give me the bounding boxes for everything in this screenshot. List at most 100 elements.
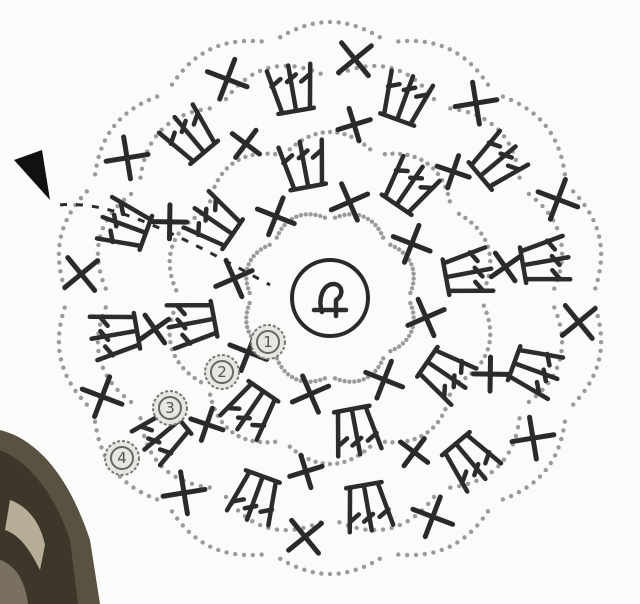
- single-crochet-x: [562, 306, 595, 339]
- chain-dot: [57, 260, 61, 264]
- chain-dot: [553, 453, 557, 457]
- chain-dot: [273, 440, 277, 444]
- chain-dot: [544, 124, 548, 128]
- chain-dot: [282, 223, 286, 227]
- photo-corner: [0, 430, 100, 604]
- chain-dot: [353, 24, 357, 28]
- chain-dot: [193, 535, 197, 539]
- chain-dot: [85, 189, 89, 193]
- chain-dot: [597, 234, 601, 238]
- chain-dot: [313, 379, 317, 383]
- chain-dot: [555, 366, 559, 370]
- chain-dot: [199, 380, 203, 384]
- chain-dot: [432, 495, 436, 499]
- chain-dot: [368, 444, 372, 448]
- chain-dot: [462, 535, 466, 539]
- chain-dot: [516, 425, 520, 429]
- single-crochet-x: [455, 82, 497, 124]
- chain-dot: [94, 163, 98, 167]
- chain-dot: [448, 199, 452, 203]
- chain-dot: [378, 557, 382, 561]
- chain-dot: [335, 461, 339, 465]
- chain-dot: [524, 485, 528, 489]
- chain-dot: [475, 523, 479, 527]
- chain-dot: [440, 44, 444, 48]
- chain-dot: [455, 540, 459, 544]
- chain-dot: [486, 347, 490, 351]
- chain-dot: [560, 252, 564, 256]
- chain-dot: [484, 311, 488, 315]
- chain-dot: [99, 445, 103, 449]
- chain-dot: [342, 132, 346, 136]
- chain-dot: [224, 97, 228, 101]
- chain-dot: [488, 333, 492, 337]
- chain-dot: [313, 213, 317, 217]
- chain-dot: [411, 315, 415, 319]
- chain-dot: [423, 40, 427, 44]
- chain-dot: [561, 163, 565, 167]
- chain-dot: [490, 122, 494, 126]
- chain-dot: [549, 131, 553, 135]
- chain-dot: [208, 199, 212, 203]
- chain-dot: [349, 135, 353, 139]
- chain-dot: [246, 306, 250, 310]
- chain-dot: [352, 379, 356, 383]
- chain-dot: [484, 281, 488, 285]
- chain-dot: [488, 259, 492, 263]
- chain-dot: [448, 544, 452, 548]
- chain-dot: [527, 192, 531, 196]
- chain-dot: [483, 354, 487, 358]
- chain-dot: [563, 419, 567, 423]
- chain-dot: [79, 196, 83, 200]
- chain-dot: [323, 376, 327, 380]
- chain-dot: [599, 340, 603, 344]
- chain-dot: [501, 94, 505, 98]
- chain-dot: [62, 305, 66, 309]
- chain-dot: [401, 341, 405, 345]
- chain-dot: [96, 252, 100, 256]
- chain-dot: [243, 437, 247, 441]
- chain-dot: [376, 365, 380, 369]
- chain-dot: [230, 430, 234, 434]
- chain-dot: [171, 311, 175, 315]
- chain-dot: [140, 167, 144, 171]
- chain-dot: [544, 468, 548, 472]
- chain-dot: [381, 527, 385, 531]
- chain-dot: [393, 245, 397, 249]
- triple-stitch-cluster: [377, 69, 434, 127]
- chain-dot: [267, 243, 271, 247]
- chain-dot: [175, 75, 179, 79]
- chain-dot: [230, 90, 234, 94]
- single-crochet-x: [257, 198, 294, 235]
- chain-dot: [98, 322, 102, 326]
- chain-dot: [405, 553, 409, 557]
- chain-dot: [553, 138, 557, 142]
- chain-dot: [443, 407, 447, 411]
- chain-dot: [361, 214, 365, 218]
- chain-dot: [337, 520, 341, 524]
- chain-dot: [294, 214, 298, 218]
- chain-dot: [357, 379, 361, 383]
- svg-text:1: 1: [263, 333, 273, 351]
- chain-dot: [559, 243, 563, 247]
- chain-dot: [94, 428, 98, 432]
- chain-dot: [457, 212, 461, 216]
- chain-dot: [306, 135, 310, 139]
- chain-dot: [338, 378, 342, 382]
- chain-dot: [243, 78, 247, 82]
- chain-dot: [313, 460, 317, 464]
- chain-dot: [362, 27, 366, 31]
- chain-dot: [411, 272, 415, 276]
- chain-dot: [233, 552, 237, 556]
- chain-dot: [582, 203, 586, 207]
- single-crochet-x: [207, 59, 247, 99]
- chain-dot: [61, 366, 65, 370]
- chain-dot: [406, 519, 410, 523]
- chain-dot: [216, 44, 220, 48]
- chain-dot: [328, 462, 332, 466]
- chain-dot: [59, 234, 63, 238]
- chain-dot: [244, 320, 248, 324]
- chain-dot: [277, 231, 281, 235]
- chain-dot: [446, 192, 450, 196]
- chain-dot: [431, 41, 435, 45]
